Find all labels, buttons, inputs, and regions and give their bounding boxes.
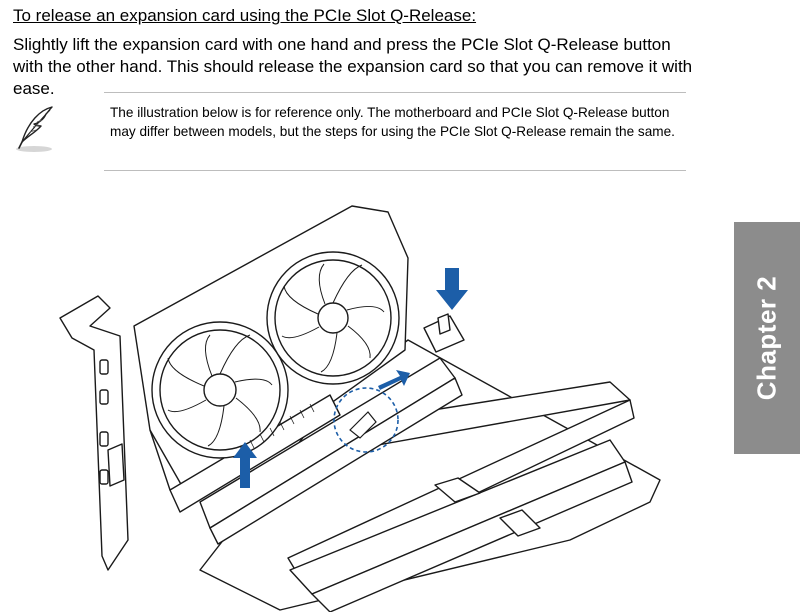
feather-pen-icon [16,106,53,152]
lift-up-arrow [233,442,257,488]
section-heading: To release an expansion card using the P… [13,6,477,25]
press-down-arrow [436,268,468,310]
latch-highlight [333,387,399,453]
note-box: The illustration below is for reference … [104,92,686,171]
chapter-label: Chapter 2 [751,275,782,401]
pcie-slot-main [209,377,463,545]
chapter-tab: Chapter 2 [734,222,800,454]
pcie-slot-lower [311,461,633,612]
slide-arrow [378,370,410,390]
pcie-release-illustration [59,205,661,612]
instruction-text: Slightly lift the expansion card with on… [13,35,693,98]
note-text: The illustration below is for reference … [110,105,675,139]
io-bracket [59,295,129,571]
